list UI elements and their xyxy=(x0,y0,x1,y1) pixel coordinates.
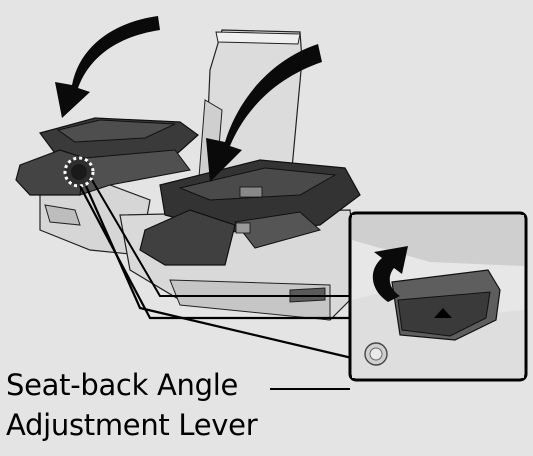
callout-label-line2: Adjustment Lever xyxy=(6,408,258,442)
callout-label-line1: Seat-back Angle xyxy=(6,368,239,402)
lever-pointer-icon xyxy=(434,308,452,318)
curved-arrow-down-icon xyxy=(55,16,160,118)
lever-location-marker xyxy=(63,156,95,188)
curved-arrow-down-icon xyxy=(206,44,322,182)
lever-detail-inset xyxy=(348,211,528,382)
inset-leader-lines xyxy=(79,179,353,360)
curved-arrow-up-icon xyxy=(372,246,408,302)
seat-latch xyxy=(239,186,263,198)
